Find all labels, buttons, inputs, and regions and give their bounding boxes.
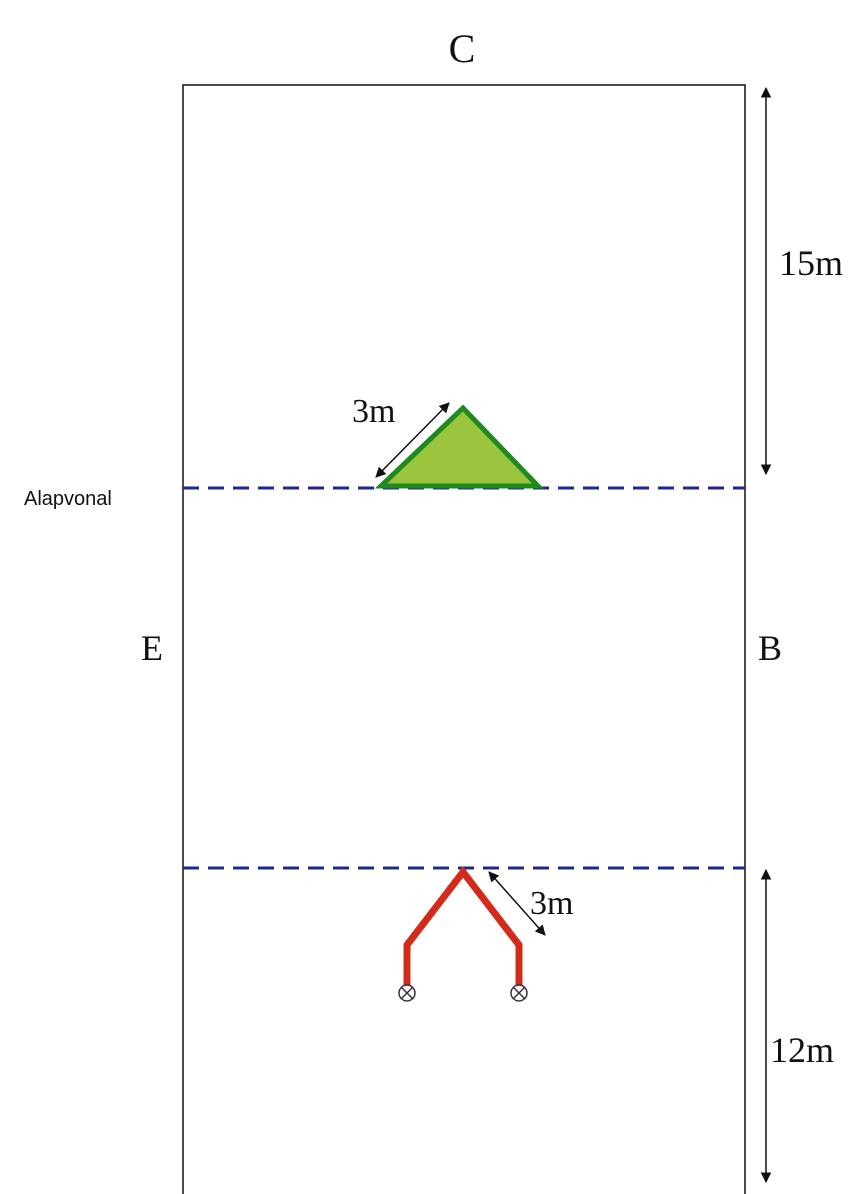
path-dimension-label: 3m: [530, 885, 573, 922]
marker-right: [510, 984, 528, 1002]
triangle-dimension-arrow: [375, 402, 450, 478]
marker-left: [398, 984, 416, 1002]
circle-cross-icon: [398, 984, 416, 1002]
upper-distance-label: 15m: [779, 243, 843, 283]
circle-cross-icon: [510, 984, 528, 1002]
path-dimension-arrow: [488, 871, 546, 936]
label-top-c: C: [449, 26, 476, 71]
baseline-label: Alapvonal: [24, 488, 112, 510]
field-outline: [182, 84, 746, 1194]
red-path: [403, 866, 523, 993]
label-right-b: B: [758, 628, 782, 668]
lower-distance-label: 12m: [770, 1030, 834, 1070]
label-left-e: E: [141, 628, 163, 668]
triangle-dimension-label: 3m: [352, 393, 395, 430]
